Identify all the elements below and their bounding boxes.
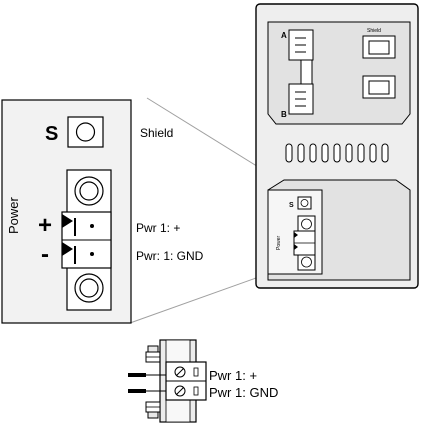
plus-contact-dot (90, 224, 94, 228)
terminal-block-side: Pwr 1: + Pwr 1: GND (128, 339, 278, 423)
minus-contact-dot (90, 252, 94, 256)
port-a-label: A (281, 31, 287, 40)
small-bottom-screw-icon (301, 256, 312, 268)
vent-slot (297, 143, 305, 163)
small-s-label: S (289, 202, 294, 209)
bottom-screw-inner-icon (79, 278, 99, 298)
minus-sign: - (41, 241, 49, 268)
plus-wire (128, 373, 146, 377)
pwr-gnd-label: Pwr: 1: GND (136, 249, 204, 263)
serial-port-mid (300, 59, 313, 85)
rj45-label: Shield (367, 28, 381, 34)
power-label: Power (6, 196, 21, 234)
shield-screw-icon (75, 122, 96, 142)
vent-slot (369, 143, 377, 163)
top-screw-inner-icon (79, 181, 99, 201)
minus-pin (74, 246, 76, 264)
small-plus-arrow-icon (294, 232, 298, 238)
zoom-panel: S Shield Power + - Pwr 1: + Pwr: 1: GND (1, 99, 204, 324)
plus-screw-slot (176, 368, 184, 376)
terminal-pwr-plus-label: Pwr 1: + (209, 368, 257, 383)
rj45-port-top-opening (368, 40, 390, 55)
small-power-label: Power (276, 235, 282, 250)
vent-slot (357, 143, 365, 163)
plus-sign: + (38, 212, 52, 239)
shield-label: Shield (140, 126, 173, 140)
gnd-wire-entry (193, 386, 199, 396)
shield-letter: S (45, 123, 58, 145)
vent-slot (285, 143, 293, 163)
terminal-bottom-cap (165, 399, 191, 423)
plus-pin (74, 218, 76, 236)
small-minus-arrow-icon (294, 244, 298, 250)
zoom-guide-line-top (146, 97, 269, 174)
vent-slot (333, 143, 341, 163)
plus-wire-entry (193, 367, 199, 377)
vent-slot (345, 143, 353, 163)
gnd-screw-slot (176, 387, 184, 395)
vent-slots (285, 143, 389, 163)
zoom-guide-line-bottom (129, 272, 271, 324)
vent-slot (309, 143, 317, 163)
gnd-wire (128, 389, 146, 393)
device-panel: A B Shield S Power (255, 3, 419, 289)
bottom-screw-cap (147, 411, 159, 419)
small-shield-screw-icon (300, 199, 309, 207)
small-top-screw-icon (301, 218, 312, 230)
terminal-top-cap (165, 339, 191, 363)
vent-slot (381, 143, 389, 163)
top-screw-cap (147, 345, 159, 353)
vent-slot (321, 143, 329, 163)
terminal-pwr-gnd-label: Pwr 1: GND (209, 385, 278, 400)
pwr-plus-label: Pwr 1: + (136, 221, 180, 235)
port-b-label: B (281, 110, 287, 119)
minus-arrow-icon (62, 242, 73, 256)
rj45-port-bottom-opening (368, 80, 390, 95)
plus-arrow-icon (62, 214, 73, 228)
